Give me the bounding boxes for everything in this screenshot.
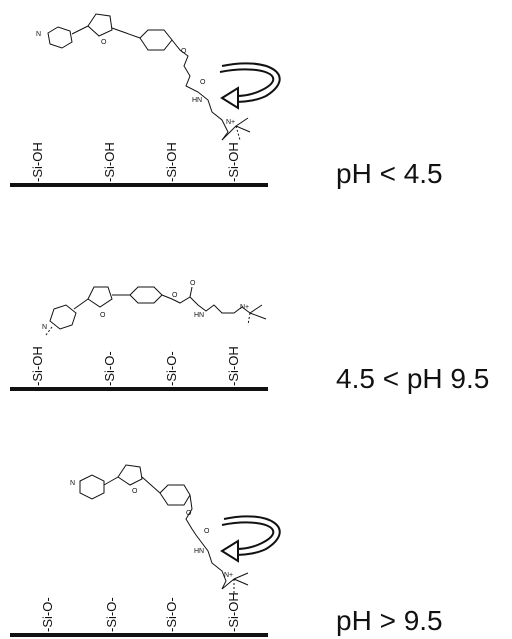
surface-group-3: -Si-O- [164,597,179,632]
ether-oxygen-label: O [186,510,192,517]
trimethylammonium-group [221,572,249,595]
amide-nh-label: HN [192,97,202,104]
amide-nh-label: HN [194,312,204,319]
oxadiazole-oxygen-label: O [132,488,138,495]
molecule-scene-acidic: N O O O HN [10,13,281,187]
oxadiazole-ring [73,286,113,310]
trimethylammonium-group [247,304,267,326]
carbonyl-oxygen-label: O [204,528,210,535]
surface-group-1: -Si-OH [30,346,45,386]
ammonium-nitrogen-label: N+ [240,304,249,311]
pyridine-ring [45,304,77,336]
phenyl-ring [112,286,163,304]
ph-condition-label: pH < 4.5 [336,158,443,189]
pyridine-ring [47,26,73,49]
panel-acidic: N O O O HN [0,0,512,200]
rotation-arrow [220,515,281,563]
panel-neutral: N O O O HN N [0,213,512,413]
ammonium-nitrogen-label: N+ [226,119,235,126]
surface-group-2: -Si-O- [104,597,119,632]
ph-condition-label: 4.5 < pH 9.5 [336,363,490,394]
ether-oxygen-label: O [172,292,178,299]
surface-group-3: -Si-OH [164,142,179,182]
phenyl-ring [111,27,173,51]
amide-linker [171,39,229,141]
ammonium-nitrogen-label: N+ [224,572,233,579]
pyridine-nitrogen-label: N [42,324,47,331]
oxadiazole-ring [103,464,143,486]
molecule-scene-neutral: N O O O HN N [10,280,268,391]
pyridine-ring [79,474,105,500]
amide-linker [161,286,251,314]
surface-group-2: -Si-O- [102,351,117,386]
surface-group-4: -Si-OH [226,142,241,182]
amide-linker [185,494,227,590]
ph-condition-label: pH > 9.5 [336,605,443,636]
amide-nh-label: HN [194,548,204,555]
molecule-scene-basic: N O O O HN N+ [10,464,281,637]
rotation-arrow [219,62,281,110]
surface-group-3: -Si-O- [164,351,179,386]
surface-group-2: -Si-OH [102,142,117,182]
phenyl-ring [141,476,191,506]
carbonyl-oxygen-label: O [200,79,206,86]
trimethylammonium-group [221,117,251,141]
ether-oxygen-label: O [181,48,187,55]
pyridine-nitrogen-label: N [70,480,75,487]
oxadiazole-oxygen-label: O [101,39,107,46]
surface-group-4: -Si-OH [226,592,241,632]
surface-group-4: -Si-OH [226,346,241,386]
carbonyl-oxygen-label: O [190,280,196,287]
pyridine-nitrogen-label: N [36,31,41,38]
oxadiazole-ring [71,13,113,37]
panel-basic: N O O O HN N+ [0,439,512,639]
surface-group-1: -Si-OH [30,142,45,182]
oxadiazole-oxygen-label: O [100,312,106,319]
surface-group-1: -Si-O- [40,597,55,632]
